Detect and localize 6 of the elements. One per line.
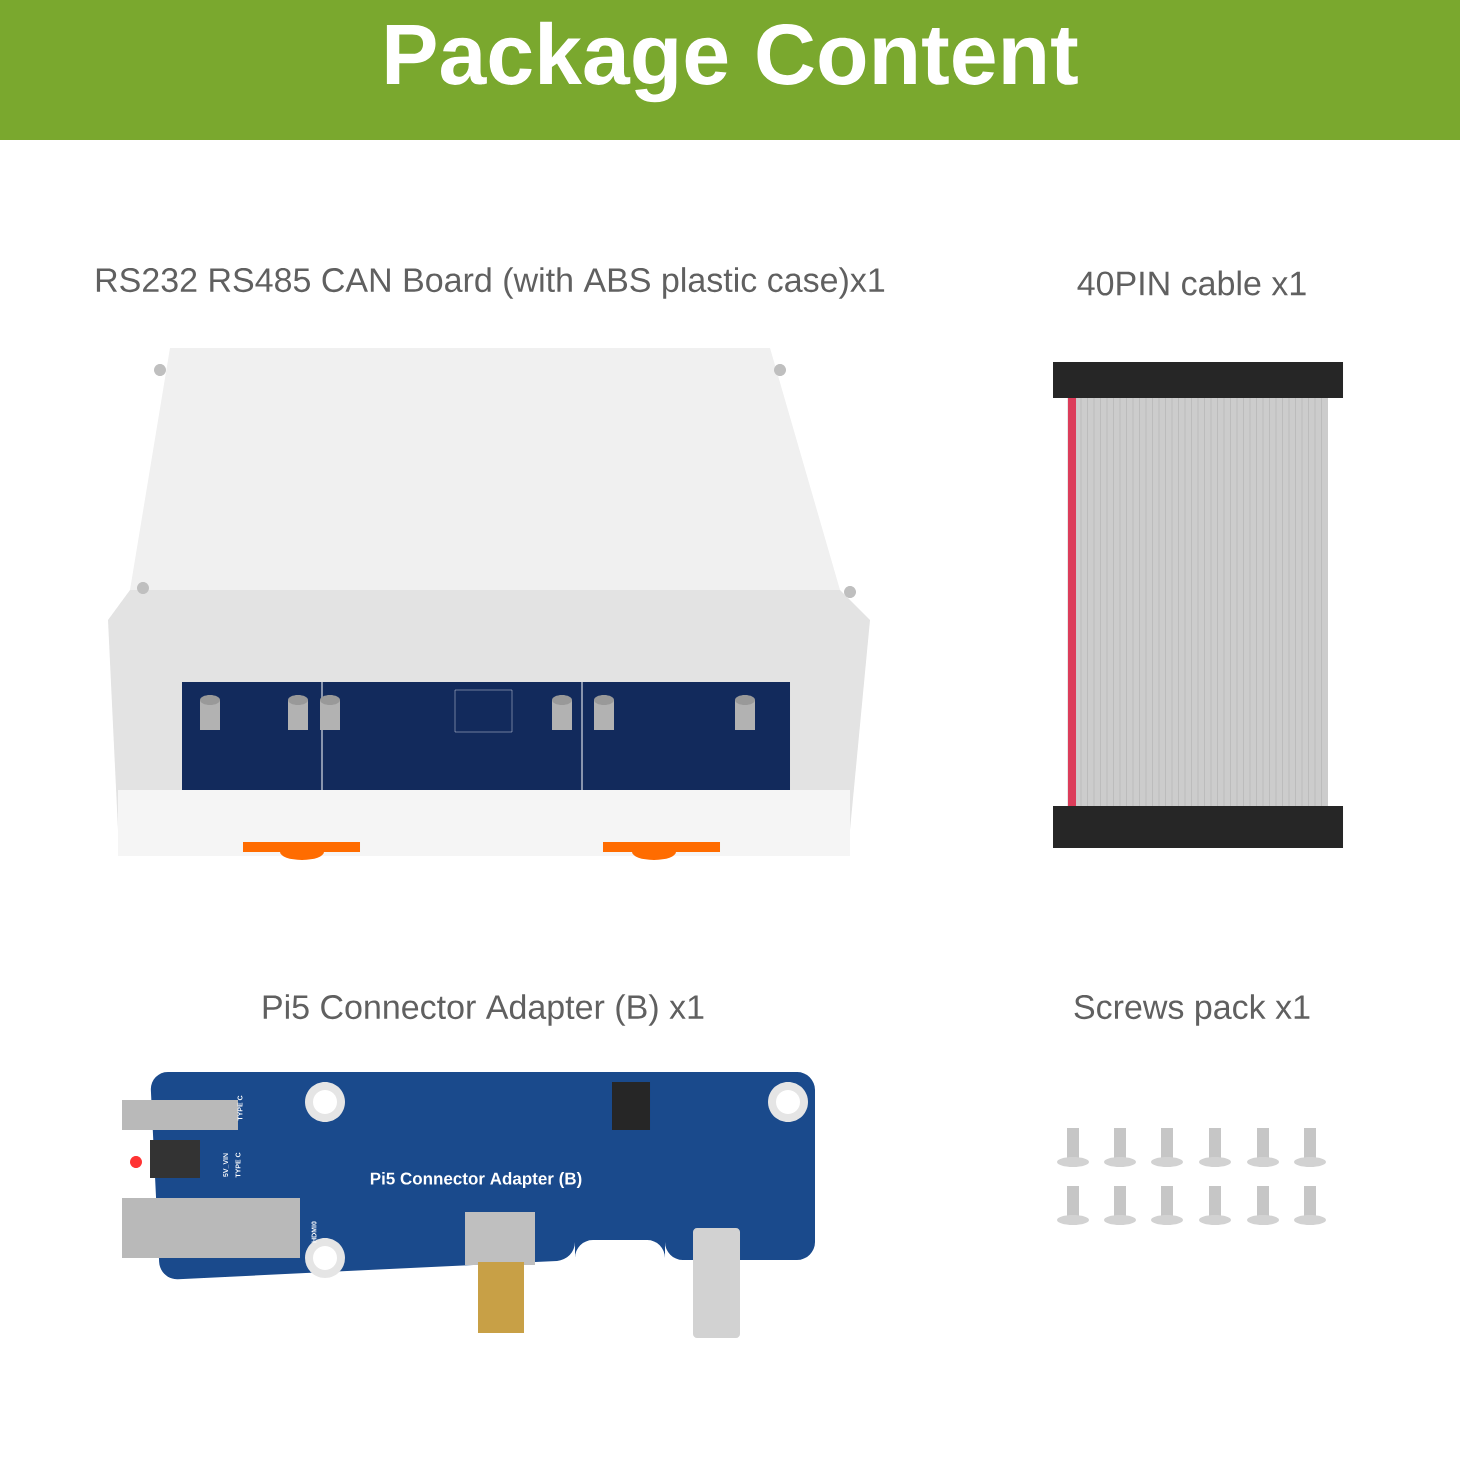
title: Package Content [386,21,1078,103]
item-caption: 40PIN cable x1 [1077,270,1306,296]
item-caption: RS232 RS485 CAN Board (with ABS plastic case)x1 [96,267,885,299]
board-print: Pi5 Connector Adapter (B) [370,1172,582,1188]
item-caption: Pi5 Connector Adapter (B) x1 [263,994,704,1026]
item-caption: Screws pack x1 [1074,994,1310,1026]
